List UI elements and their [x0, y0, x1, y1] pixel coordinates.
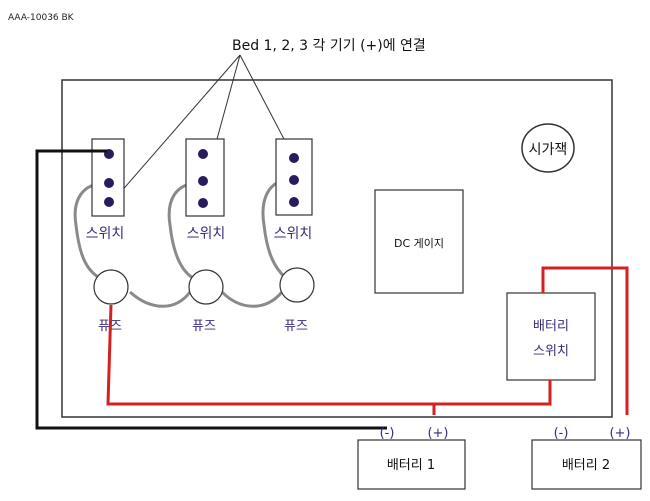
- fuse-2: [188, 269, 224, 305]
- bed-note: Bed 1, 2, 3 각 기기 (+)에 연결: [232, 38, 426, 54]
- battery-2-pos: (+): [609, 426, 630, 441]
- battery-2-neg: (-): [554, 426, 569, 441]
- switch-3: [275, 138, 313, 216]
- switch-fuse-wires: [73, 178, 291, 308]
- battery-1-neg: (-): [380, 426, 395, 441]
- dc-gauge-label: DC 게이지: [394, 237, 444, 250]
- red-positive-wires: [106, 266, 629, 415]
- dc-gauge: [374, 189, 464, 294]
- cigar-jack: [521, 123, 575, 173]
- black-negative-wire: [35, 149, 387, 430]
- switch-3-label: 스위치: [274, 226, 313, 242]
- fuse-3: [279, 267, 315, 303]
- doc-code: AAA-10036 BK: [8, 13, 75, 23]
- terminal-dot: [198, 176, 208, 186]
- terminal-dot: [289, 197, 299, 207]
- battery-2: [531, 439, 642, 490]
- switch-1-label: 스위치: [86, 226, 125, 242]
- cigar-jack-label: 시가잭: [529, 142, 568, 158]
- battery-1-label: 배터리 1: [387, 458, 435, 473]
- fuse-3-label: 퓨즈: [284, 319, 308, 334]
- terminal-dot: [104, 197, 114, 207]
- battery-switch-label-1: 배터리: [533, 319, 569, 334]
- terminal-dot: [289, 153, 299, 163]
- battery-1-pos: (+): [427, 426, 448, 441]
- fuse-2-label: 퓨즈: [192, 319, 216, 334]
- terminal-dot: [104, 178, 114, 188]
- battery-2-label: 배터리 2: [562, 458, 610, 473]
- main-panel: [61, 79, 613, 418]
- switch-2: [185, 138, 225, 217]
- battery-switch: [506, 292, 596, 381]
- fuse-1: [93, 269, 129, 305]
- terminal-dot: [198, 198, 208, 208]
- terminal-dot: [289, 175, 299, 185]
- battery-switch-label-2: 스위치: [533, 344, 569, 359]
- battery-1: [357, 439, 466, 490]
- terminal-dot: [198, 149, 208, 159]
- switch-2-label: 스위치: [187, 226, 226, 242]
